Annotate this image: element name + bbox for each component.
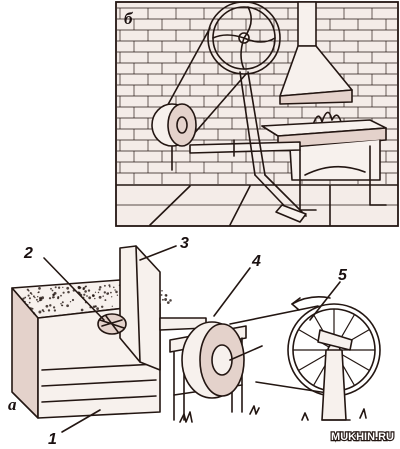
watermark: MUKHIN.RU <box>331 431 394 443</box>
flywheel-b <box>207 1 281 75</box>
forge-table <box>261 119 387 211</box>
callout-1: 1 <box>48 431 57 448</box>
callout-2: 2 <box>23 245 33 262</box>
hood <box>279 1 353 105</box>
grass <box>179 405 367 423</box>
drive-belt-a <box>229 305 335 395</box>
callout-leaders <box>43 245 341 433</box>
blower-a <box>181 321 263 399</box>
panel-a <box>11 245 381 423</box>
floor <box>116 184 398 226</box>
flywheel-post <box>317 329 353 421</box>
callout-5: 5 <box>338 267 348 284</box>
treadle-frame <box>239 71 307 223</box>
tuyere-nozzle <box>97 313 127 335</box>
callout-3: 3 <box>180 235 189 252</box>
box-lid <box>119 245 161 371</box>
panel-a-label: а <box>8 395 17 414</box>
callout-4: 4 <box>251 253 261 270</box>
blower-fan <box>151 103 197 171</box>
panel-b-label: б <box>124 9 134 28</box>
air-duct <box>189 139 301 157</box>
panel-b <box>115 1 399 227</box>
drive-belt-b <box>164 27 247 137</box>
